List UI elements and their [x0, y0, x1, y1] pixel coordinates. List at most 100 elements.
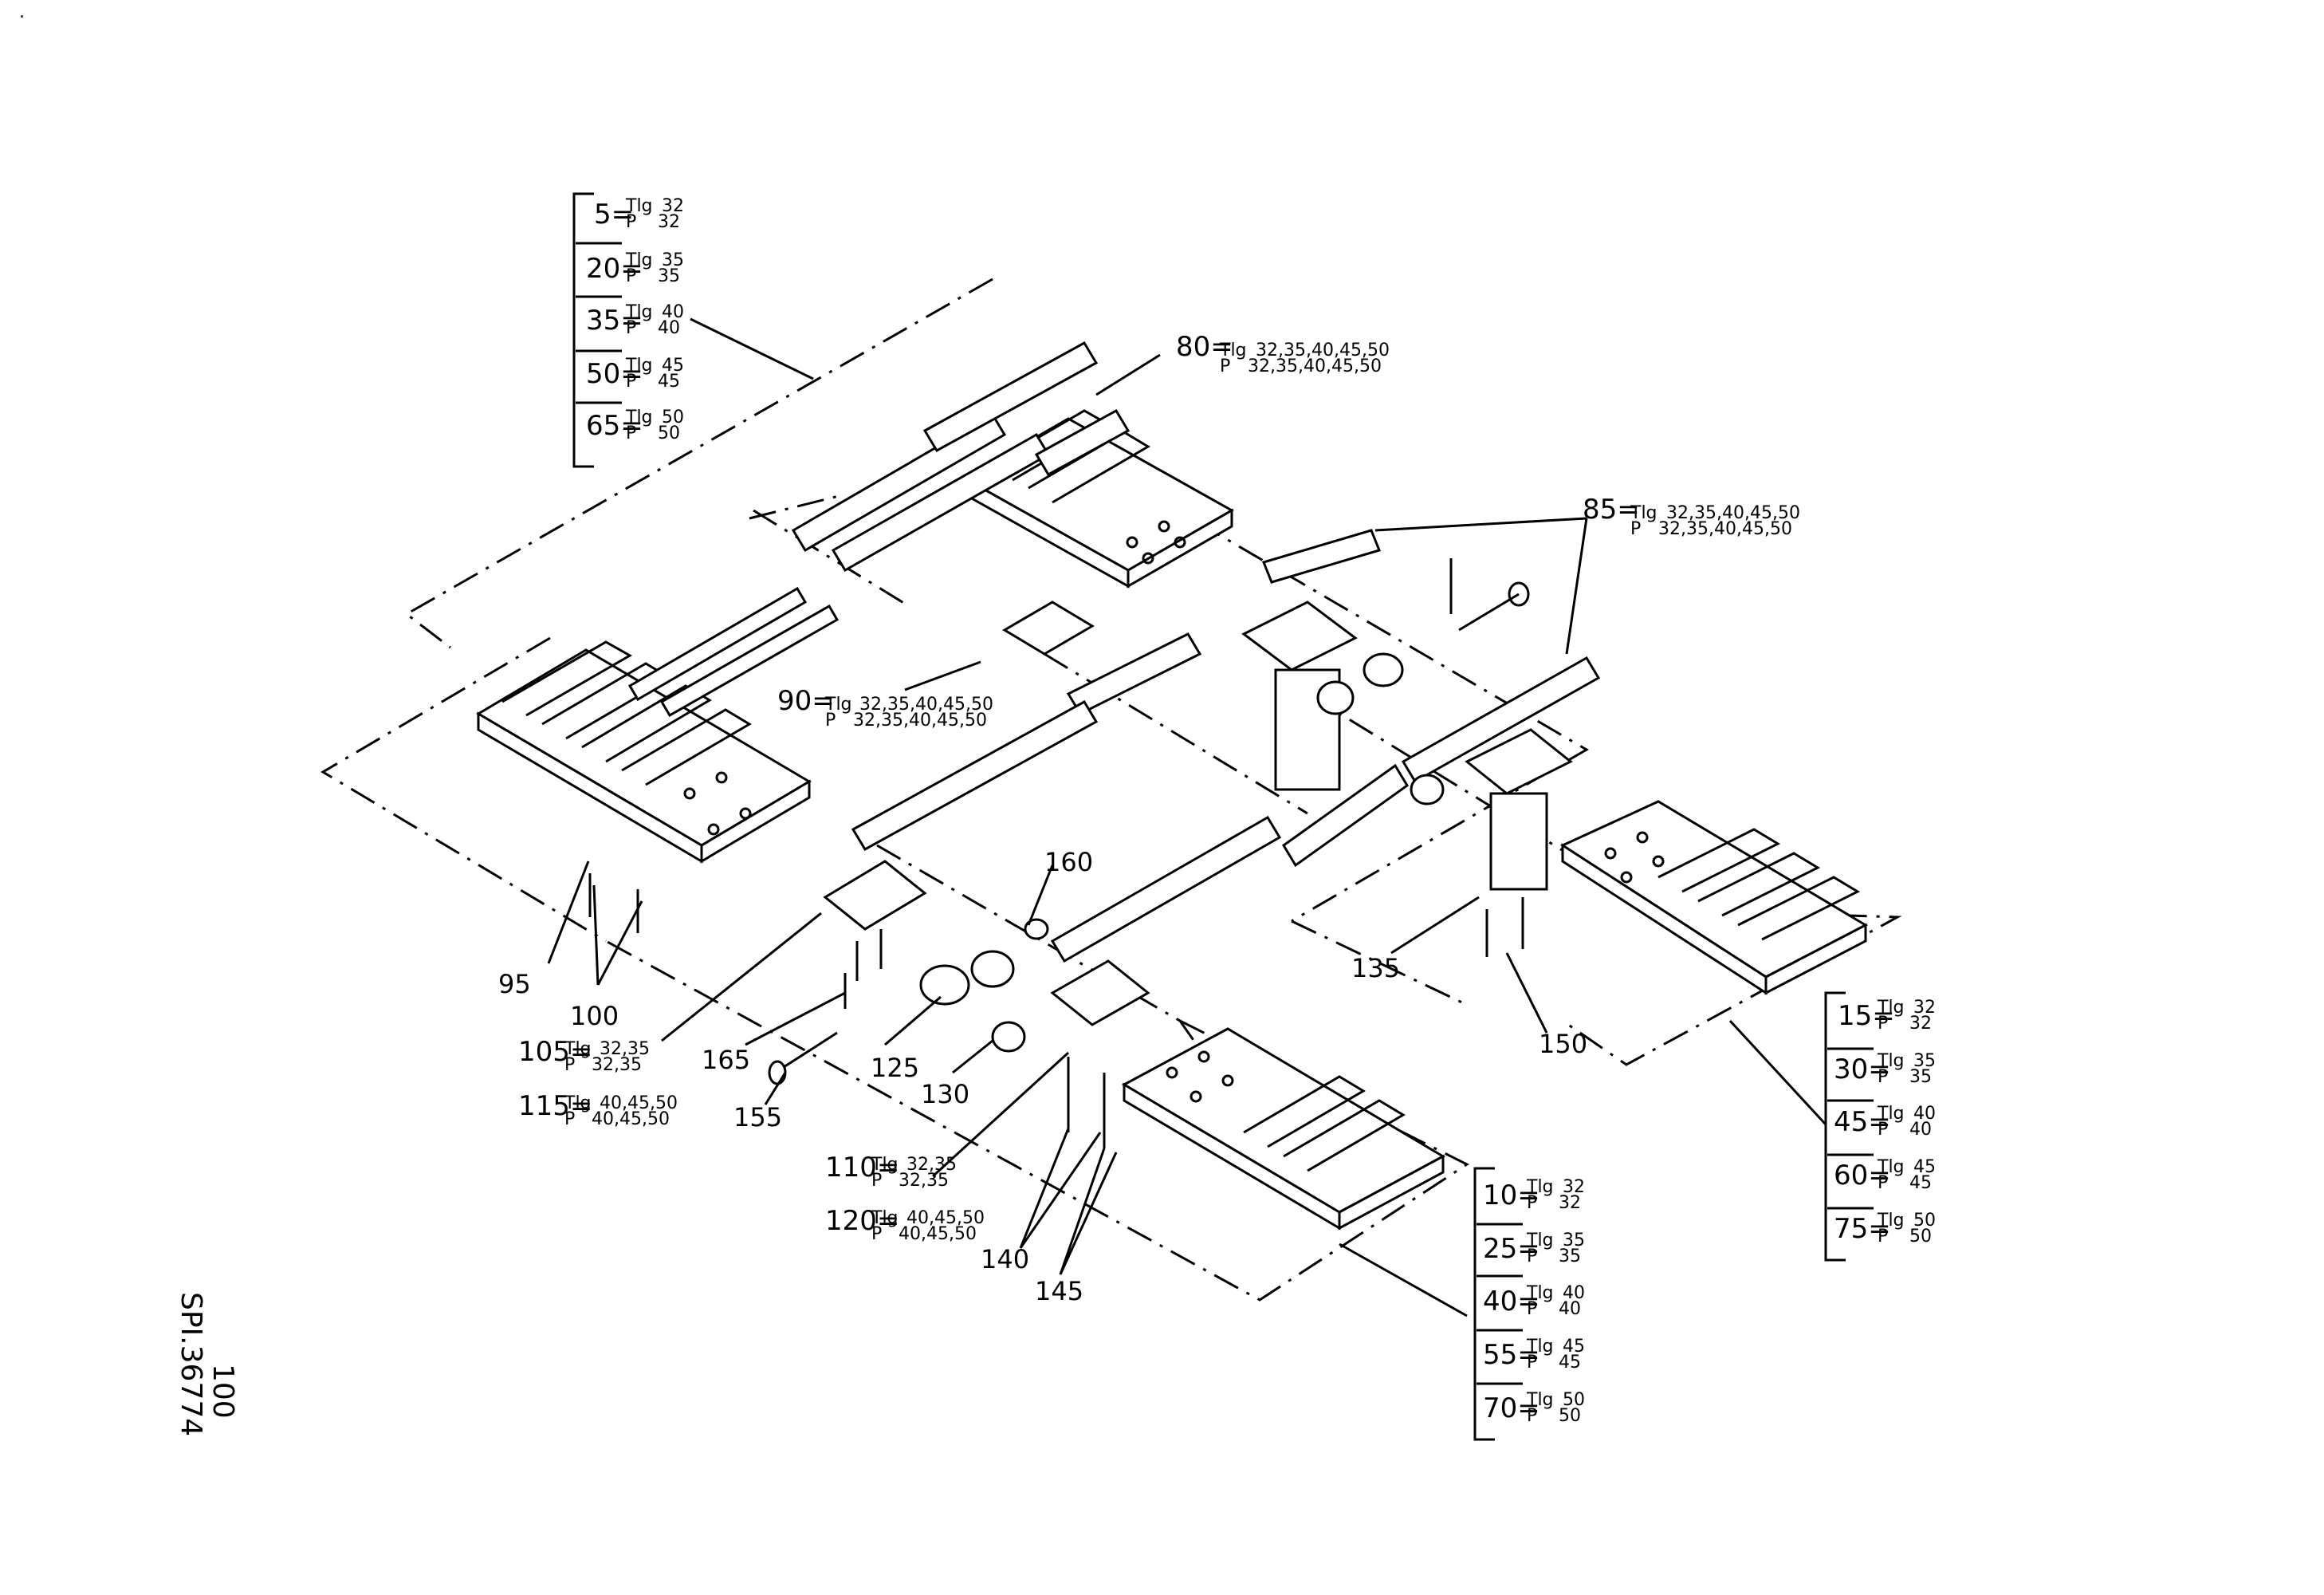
svg-text:50: 50 [1913, 1211, 1936, 1231]
svg-text:Tlg: Tlg [1630, 503, 1657, 523]
svg-text:10=: 10= [1483, 1180, 1540, 1211]
svg-text:P: P [1527, 1193, 1537, 1213]
table-row: 20= Tlg 35 P 35 [586, 250, 684, 286]
svg-text:45: 45 [1559, 1353, 1581, 1372]
svg-text:40=: 40= [1483, 1286, 1540, 1317]
callout-115: 115= Tlg 40,45,50 P 40,45,50 [518, 1090, 678, 1129]
svg-text:32,35: 32,35 [600, 1039, 650, 1059]
table-row: 70= Tlg 50 P 50 [1483, 1390, 1585, 1426]
item-number: 160 [1044, 847, 1093, 877]
item-number: 100 [570, 1001, 619, 1031]
svg-text:Tlg: Tlg [1877, 1157, 1905, 1177]
table-row: 60= Tlg 45 P 45 [1834, 1157, 1936, 1193]
svg-text:Tlg: Tlg [625, 408, 653, 427]
svg-text:60=: 60= [1834, 1160, 1891, 1191]
item-number: 125 [871, 1053, 919, 1083]
callout-90: 90= Tlg 32,35,40,45,50 P 32,35,40,45,50 [777, 685, 993, 731]
svg-text:32,35: 32,35 [899, 1171, 949, 1191]
svg-text:35=: 35= [586, 305, 643, 337]
table-row: 65= Tlg 50 P 50 [586, 408, 684, 443]
svg-text:65=: 65= [586, 410, 643, 442]
svg-text:32: 32 [662, 196, 684, 216]
svg-text:40,45,50: 40,45,50 [600, 1093, 678, 1113]
item-number: 155 [733, 1102, 782, 1132]
svg-text:P: P [1878, 1067, 1888, 1087]
svg-text:50=: 50= [586, 358, 643, 390]
svg-text:Tlg: Tlg [625, 356, 653, 376]
table-row: 55= Tlg 45 P 45 [1483, 1337, 1585, 1372]
svg-text:Tlg: Tlg [1877, 998, 1905, 1018]
svg-text:P: P [626, 266, 636, 286]
svg-text:Tlg: Tlg [1526, 1283, 1554, 1303]
svg-text:25=: 25= [1483, 1233, 1540, 1265]
svg-text:Tlg: Tlg [871, 1208, 899, 1228]
svg-text:55=: 55= [1483, 1339, 1540, 1371]
svg-text:35: 35 [1913, 1051, 1936, 1071]
svg-text:P: P [626, 372, 636, 392]
svg-text:40: 40 [1559, 1299, 1581, 1319]
svg-text:80=: 80= [1176, 331, 1233, 363]
item-number: 150 [1539, 1029, 1587, 1059]
corner-dot: . [19, 2, 25, 22]
item-number: 135 [1351, 953, 1400, 983]
callout-105: 105= Tlg 32,35 P 32,35 [518, 1036, 650, 1075]
svg-text:P: P [1630, 519, 1641, 539]
table-row: 35= Tlg 40 P 40 [586, 302, 684, 338]
svg-text:40,45,50: 40,45,50 [899, 1224, 977, 1244]
svg-text:32,35: 32,35 [592, 1055, 642, 1075]
track-plate-right [1559, 800, 1869, 995]
svg-text:P: P [1878, 1227, 1888, 1246]
svg-text:115=: 115= [518, 1090, 592, 1122]
svg-text:50: 50 [658, 423, 680, 443]
svg-text:P: P [1527, 1246, 1537, 1266]
svg-text:P: P [1527, 1406, 1537, 1426]
svg-text:32,35,40,45,50: 32,35,40,45,50 [1248, 356, 1382, 376]
svg-text:P: P [1220, 356, 1230, 376]
svg-text:35: 35 [1559, 1246, 1581, 1266]
page-number: 100 [206, 1364, 239, 1419]
svg-text:P: P [564, 1055, 575, 1075]
svg-text:32,35,40,45,50: 32,35,40,45,50 [1666, 503, 1800, 523]
svg-text:32,35,40,45,50: 32,35,40,45,50 [853, 711, 987, 731]
svg-text:P: P [1878, 1173, 1888, 1193]
svg-text:50: 50 [1909, 1227, 1932, 1246]
svg-text:Tlg: Tlg [1526, 1231, 1554, 1250]
callout-110: 110= Tlg 32,35 P 32,35 [825, 1152, 957, 1191]
svg-text:Tlg: Tlg [1877, 1104, 1905, 1124]
bearing-blocks [823, 601, 1573, 1026]
svg-text:Tlg: Tlg [1877, 1051, 1905, 1071]
callout-85: 85= Tlg 32,35,40,45,50 P 32,35,40,45,50 [1583, 494, 1800, 539]
leader-lines [547, 317, 1827, 1317]
svg-text:P: P [871, 1224, 882, 1244]
table-row: 15= Tlg 32 P 32 [1838, 998, 1936, 1034]
svg-text:P: P [626, 212, 636, 232]
drawing-code: SPI.36774 [175, 1292, 207, 1436]
variant-table-c: 10= Tlg 32 P 32 25= Tlg 35 P 35 40= Tlg … [1483, 1177, 1585, 1426]
svg-text:32: 32 [658, 212, 680, 232]
svg-text:40,45,50: 40,45,50 [592, 1109, 670, 1129]
item-number: 130 [921, 1079, 969, 1109]
svg-text:20=: 20= [586, 253, 643, 285]
table-row: 50= Tlg 45 P 45 [586, 356, 684, 392]
svg-text:45: 45 [1563, 1337, 1585, 1357]
svg-text:Tlg: Tlg [1526, 1177, 1554, 1197]
svg-text:Tlg: Tlg [625, 250, 653, 270]
svg-text:45: 45 [1909, 1173, 1932, 1193]
svg-text:Tlg: Tlg [1526, 1337, 1554, 1357]
drawing-code-block: SPI.36774 100 [175, 1292, 239, 1436]
svg-text:45: 45 [662, 356, 684, 376]
svg-text:Tlg: Tlg [1877, 1211, 1905, 1231]
track-plate-bottom [1121, 1027, 1446, 1231]
svg-text:32: 32 [1913, 998, 1936, 1018]
svg-text:P: P [626, 318, 636, 338]
svg-text:Tlg: Tlg [625, 302, 653, 322]
svg-text:Tlg: Tlg [625, 196, 653, 216]
bushings [768, 581, 1530, 1085]
svg-text:Tlg: Tlg [871, 1155, 899, 1175]
svg-text:P: P [626, 423, 636, 443]
svg-text:40: 40 [1913, 1104, 1936, 1124]
svg-text:32,35: 32,35 [906, 1155, 957, 1175]
svg-text:Tlg: Tlg [824, 695, 852, 715]
svg-text:50: 50 [662, 408, 684, 427]
svg-text:45: 45 [658, 372, 680, 392]
